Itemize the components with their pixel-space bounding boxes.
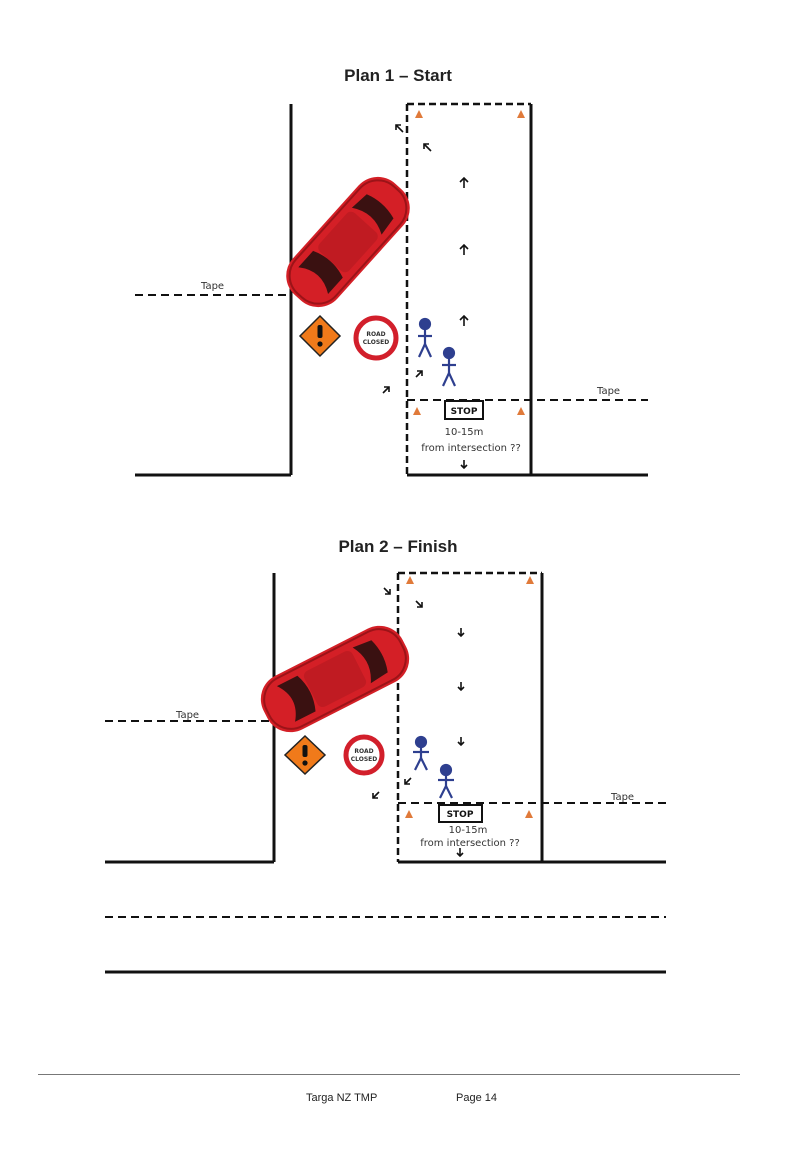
- cone-icon: [415, 110, 423, 118]
- cone-icon: [525, 810, 533, 818]
- plan1-title: Plan 1 – Start: [344, 66, 452, 85]
- plan2-diagram: Tape Tape ROAD CLOSED STOP 10-: [105, 571, 666, 974]
- plan1-distance: 10-15m: [445, 427, 484, 438]
- svg-text:ROAD: ROAD: [354, 748, 373, 755]
- cone-icon: [413, 407, 421, 415]
- cone-icon: [526, 576, 534, 584]
- arrow-downright-icon: [415, 600, 423, 608]
- car-icon: [260, 625, 410, 733]
- cone-icon: [517, 110, 525, 118]
- arrow-up-icon: [459, 176, 469, 188]
- plan2-tape-left-label: Tape: [175, 710, 199, 721]
- plan2-stop-label: STOP: [447, 810, 474, 820]
- hazard-sign-icon: [298, 314, 342, 358]
- svg-text:CLOSED: CLOSED: [351, 756, 378, 763]
- cone-icon: [405, 810, 413, 818]
- arrow-upright-icon: [382, 386, 390, 394]
- arrow-downleft-icon: [404, 777, 412, 785]
- plan1-from: from intersection ??: [421, 443, 521, 454]
- arrow-downleft-icon: [372, 791, 380, 799]
- plan1-tape-left-label: Tape: [200, 281, 224, 292]
- plan2-tape-right-label: Tape: [610, 792, 634, 803]
- road-closed-sign-icon: ROAD CLOSED: [343, 734, 385, 776]
- svg-text:ROAD: ROAD: [366, 331, 385, 338]
- person-icon: [418, 317, 432, 358]
- person-icon: [413, 735, 429, 771]
- arrow-down-icon: [457, 628, 465, 638]
- footer-doc-name: Targa NZ TMP: [306, 1092, 378, 1104]
- svg-text:CLOSED: CLOSED: [363, 339, 390, 346]
- arrow-upleft-icon: [423, 143, 432, 152]
- plan1-tape-right-label: Tape: [596, 386, 620, 397]
- arrow-down-icon: [456, 848, 464, 858]
- plan1-diagram: Tape Tape ROAD CLOSED STOP 10-: [135, 102, 648, 477]
- arrow-down-icon: [460, 460, 468, 470]
- arrow-up-icon: [459, 243, 469, 255]
- arrow-down-icon: [457, 737, 465, 747]
- plan1-stop-box: [444, 400, 484, 420]
- person-icon: [442, 346, 456, 387]
- arrow-up-icon: [459, 314, 469, 326]
- person-icon: [438, 763, 454, 799]
- road-closed-sign-icon: ROAD CLOSED: [353, 315, 399, 361]
- plan2-title: Plan 2 – Finish: [338, 537, 458, 556]
- arrow-upright-icon: [415, 370, 423, 378]
- cone-icon: [406, 576, 414, 584]
- plan2-stop-box: [438, 804, 483, 823]
- arrow-downright-icon: [383, 587, 391, 595]
- footer-divider: [38, 1074, 740, 1075]
- arrow-upleft-icon: [395, 124, 404, 133]
- plan1-stop-label: STOP: [451, 407, 478, 417]
- arrow-down-icon: [457, 682, 465, 692]
- footer-page-number: Page 14: [456, 1092, 497, 1104]
- cone-icon: [517, 407, 525, 415]
- car-icon: [286, 176, 410, 308]
- hazard-sign-icon: [283, 734, 327, 776]
- plan2-from: from intersection ??: [420, 838, 520, 849]
- plan2-distance: 10-15m: [449, 825, 488, 836]
